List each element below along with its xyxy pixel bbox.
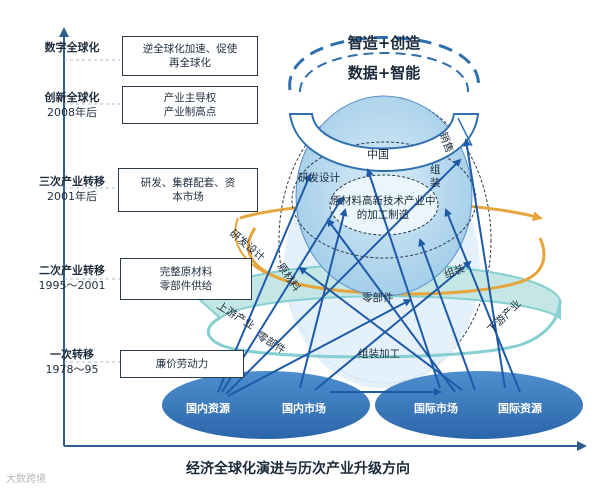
stage-name: 二次产业转移 [39, 264, 105, 277]
teal-band-edge [207, 299, 562, 359]
stage-name: 创新全球化 [44, 91, 100, 104]
stage-box-second: 完整原材料零部件供给 [120, 258, 252, 300]
top-arc-line2: 数据+智能 [347, 64, 421, 82]
core-line2: 的加工制造 [356, 209, 410, 221]
label-international-market: 国际市场 [414, 402, 458, 415]
box-line: 产业制高点 [163, 106, 217, 118]
label-international-resources: 国际资源 [498, 402, 542, 415]
stage-box-first: 廉价劳动力 [120, 350, 244, 378]
label-inner-rd-design: 研发设计 [298, 172, 340, 184]
box-line: 研发、集群配套、资 [140, 177, 236, 189]
box-line: 再全球化 [169, 57, 211, 69]
box-line: 廉价劳动力 [155, 358, 209, 370]
label-assembly-vertical: 组装 [430, 164, 441, 189]
box-line: 零部件供给 [159, 280, 213, 292]
stage-period: 2001年后 [47, 190, 97, 203]
stage-third-transfer: 三次产业转移 2001年后 [30, 174, 114, 204]
stage-name: 数字全球化 [44, 41, 100, 54]
watermark: 大数跨境 [6, 474, 46, 485]
stage-name: 三次产业转移 [39, 175, 105, 188]
stage-box-third: 研发、集群配套、资本市场 [118, 168, 258, 212]
label-domestic-resources: 国内资源 [186, 402, 230, 415]
core-line1: 原材料高新技术产业中 [330, 195, 436, 207]
box-line: 完整原材料 [159, 266, 213, 278]
stage-period: 2008年后 [47, 106, 97, 119]
stage-box-digital: 逆全球化加速、促使再全球化 [122, 36, 258, 76]
stage-period: 1978～95 [45, 363, 99, 376]
stage-innovation: 创新全球化 2008年后 [30, 90, 114, 120]
label-core-processing: 原材料高新技术产业中 的加工制造 [318, 194, 448, 222]
orange-band-left [234, 217, 273, 277]
top-dashed-arc [288, 36, 480, 91]
label-domestic-market: 国内市场 [282, 402, 326, 415]
stage-box-innovation: 产业主导权产业制高点 [122, 86, 258, 124]
top-arc-line1: 智造+创造 [347, 34, 421, 52]
box-line: 产业主导权 [163, 92, 217, 104]
stage-first-transfer: 一次转移 1978～95 [30, 347, 114, 377]
international-ellipse [375, 371, 583, 439]
figure-caption: 经济全球化演进与历次产业升级方向 [186, 461, 410, 477]
stage-name: 一次转移 [50, 348, 94, 361]
u-shape-band [288, 113, 480, 172]
box-line: 本市场 [172, 191, 204, 203]
stage-digital: 数字全球化 [30, 40, 114, 55]
stage-second-transfer: 二次产业转移 1995～2001 [30, 263, 114, 293]
stage-period: 1995～2001 [38, 279, 106, 292]
label-china: 中国 [367, 148, 389, 161]
label-band-components: 零部件 [362, 292, 394, 304]
box-line: 逆全球化加速、促使 [142, 43, 238, 55]
label-band-assembly-processing: 组装加工 [358, 348, 400, 360]
top-dashed-inner-arc [299, 52, 470, 93]
